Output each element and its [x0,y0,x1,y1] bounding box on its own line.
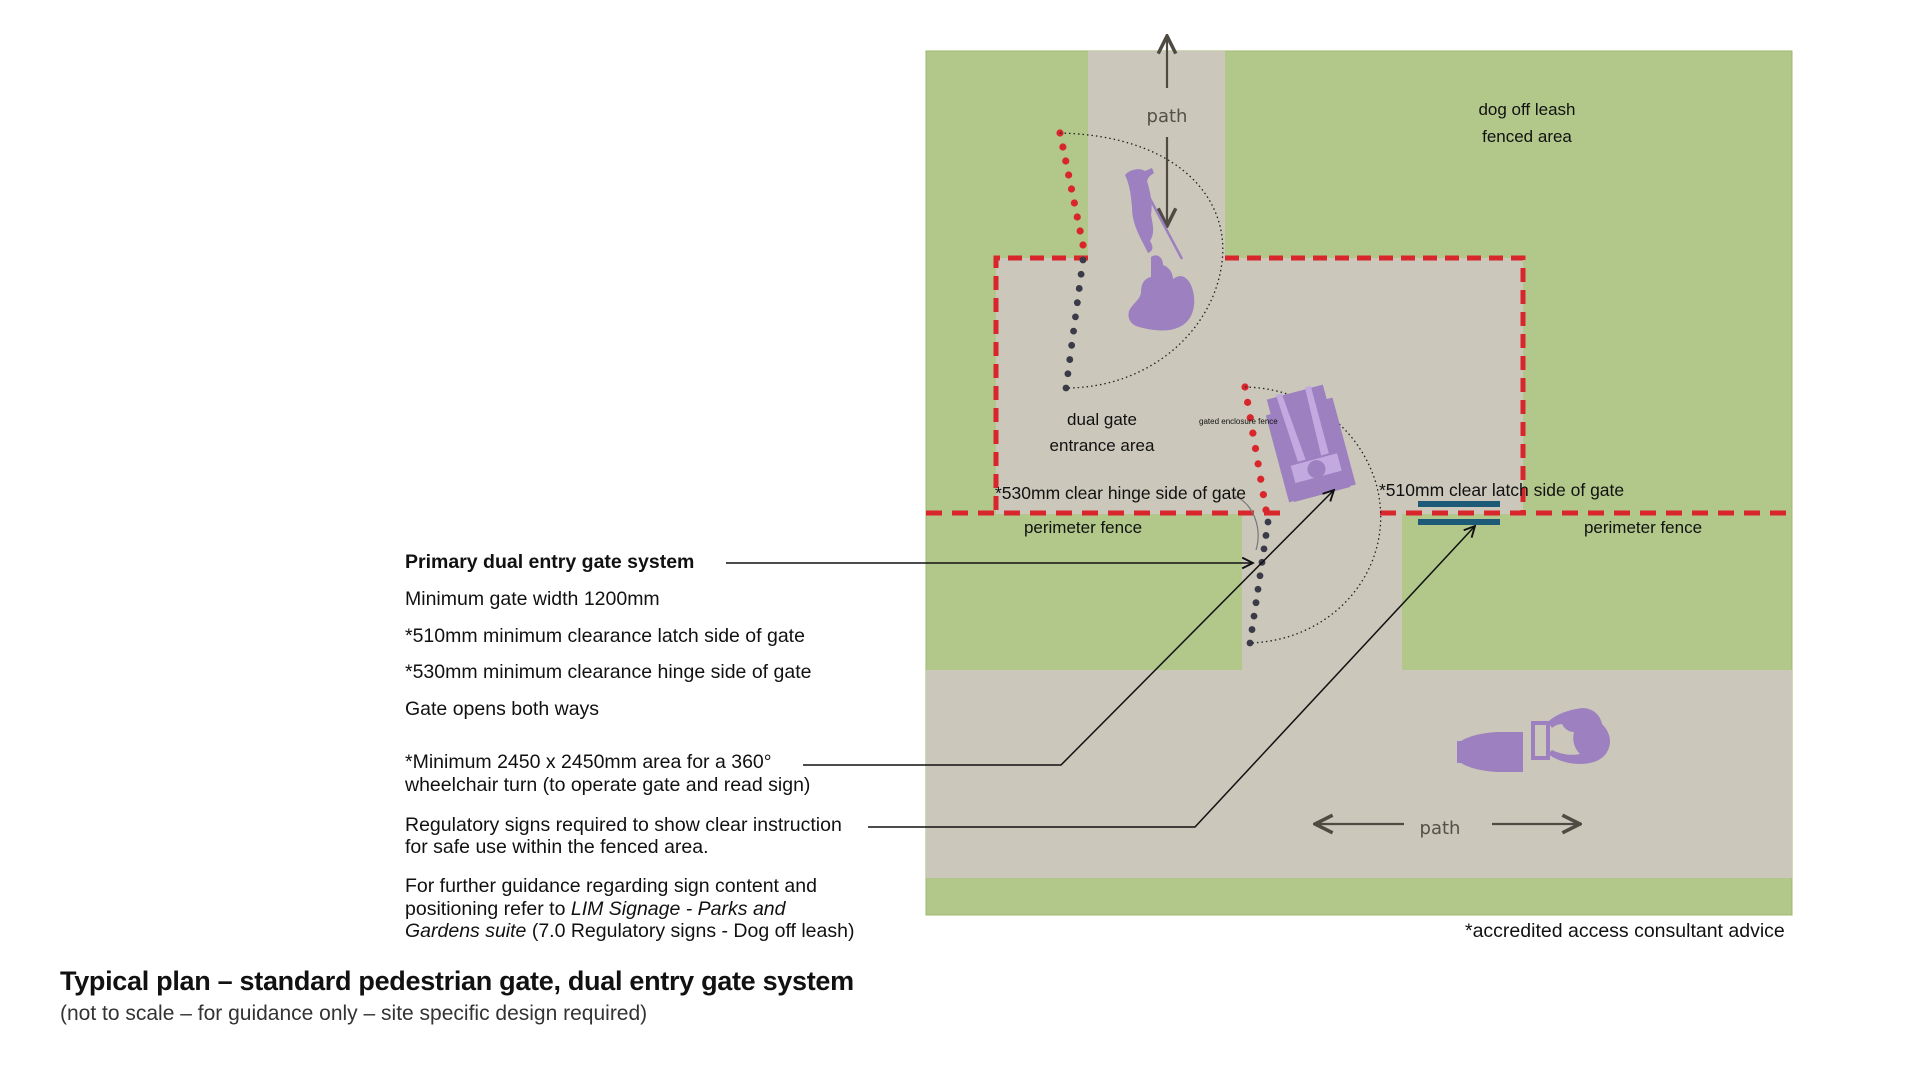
bottom-path [926,670,1792,878]
gate-post-dot [1254,460,1262,468]
note-signs-line1: Regulatory signs required to show clear … [405,814,842,836]
lower-gate-open-leaf [1241,383,1270,514]
leader-turn-area [803,490,1334,766]
hinge-clearance-leader [1234,495,1259,551]
footnote: *accredited access consultant advice [1465,920,1785,942]
note-guidance-line3-post: (7.0 Regulatory signs - Dog off leash) [526,920,855,942]
gate-post-dot [1073,213,1081,221]
note-signs-line2: for safe use within the fenced area. [405,836,709,858]
gate-post-dot [1062,157,1070,165]
perimeter-fence-left-label: perimeter fence [1024,518,1142,537]
latch-clearance-label: *510mm clear latch side of gate [1379,480,1624,500]
gate-post-dot [1079,241,1087,249]
lower-gate [1234,383,1382,647]
top-path [1088,51,1225,259]
gate-post-dot [1244,398,1252,406]
gate-post-dot [1075,285,1083,292]
gated-enclosure-label: gated enclosure fence [1199,417,1278,426]
gate-post-dot [1257,475,1265,483]
gate-post-dot [1262,506,1270,514]
upper-gate [1056,129,1224,392]
gate-post-dot [1256,572,1264,580]
gate-post-dot [1067,185,1076,193]
gate-post-dot [1251,444,1260,453]
caption-title: Typical plan – standard pedestrian gate,… [60,966,854,996]
gate-post-dot [1076,227,1084,235]
leader-regulatory-sign [868,526,1475,828]
gate-post-dot [1072,313,1079,321]
note-guidance-line1: For further guidance regarding sign cont… [405,875,817,897]
note-guidance: For further guidance regarding sign cont… [405,875,854,943]
gate-post-dot [1073,299,1081,307]
gate-post-dot [1262,532,1270,539]
dog-walker-icon [1125,168,1195,331]
note-guidance-reference-cont: Gardens suite [405,920,527,942]
gate-post-dot [1250,612,1258,620]
upper-gate-open-leaf [1056,129,1087,249]
gate-post-dot [1065,171,1073,179]
gate-post-dot [1264,518,1272,526]
upper-gate-swing-arc [1059,132,1224,389]
note-turn-area-line1: *Minimum 2450 x 2450mm area for a 360° [405,751,772,773]
note-item: *510mm minimum clearance latch side of g… [405,625,805,647]
bottom-path-label: path [1420,818,1461,839]
gate-post-dot [1259,491,1267,499]
dual-gate-label-line2: entrance area [1050,436,1155,455]
gate-post-dot [1062,384,1070,392]
gate-post-dot [1252,599,1260,607]
perimeter-fence-right-label: perimeter fence [1584,518,1702,537]
gated-enclosure-fence-right [1225,255,1526,513]
caption-subtitle: (not to scale – for guidance only – site… [60,1002,648,1025]
gated-enclosure-fence [993,255,1088,513]
note-turn-area-line2: wheelchair turn (to operate gate and rea… [405,774,811,796]
dual-gate-label-line1: dual gate [1067,410,1137,429]
wheelchair-user-path-icon [1457,708,1610,772]
gate-post-dot [1077,270,1085,278]
notes-title: Primary dual entry gate system [405,551,695,573]
gate-post-dot [1064,370,1072,378]
note-item: Gate opens both ways [405,698,600,720]
dog-area-label-line2: fenced area [1482,127,1572,146]
note-item: Minimum gate width 1200mm [405,588,660,610]
gate-connector-path [1242,512,1402,672]
gate-post-dot [1059,143,1067,151]
note-guidance-reference: LIM Signage - Parks and [570,897,786,920]
gate-post-dot [1246,414,1254,422]
note-turn-area: *Minimum 2450 x 2450mm area for a 360° w… [405,751,810,797]
dual-gate-entrance-area [996,258,1523,514]
note-signs: Regulatory signs required to show clear … [405,814,842,858]
gate-post-dot [1260,545,1268,553]
gate-post-dot [1079,256,1087,264]
gate-post-dot [1246,639,1254,647]
gate-post-dot [1070,327,1077,335]
note-item: *530mm minimum clearance hinge side of g… [405,661,812,683]
gate-post-dot [1249,429,1257,437]
gate-post-dot [1254,585,1262,593]
gate-post-dot [1070,199,1078,207]
hinge-clearance-label: *530mm clear hinge side of gate [995,483,1246,503]
gate-post-dot [1066,356,1074,363]
note-guidance-line2-pre: positioning refer to [405,897,571,920]
gate-post-dot [1068,341,1076,349]
wheelchair-user-icon [1265,384,1356,503]
regulatory-sign-icon [1418,501,1500,525]
top-path-label: path [1147,106,1188,127]
dog-area-label-line1: dog off leash [1478,100,1575,119]
upper-gate-closed-leaf [1062,256,1087,392]
gate-post-dot [1248,626,1256,633]
